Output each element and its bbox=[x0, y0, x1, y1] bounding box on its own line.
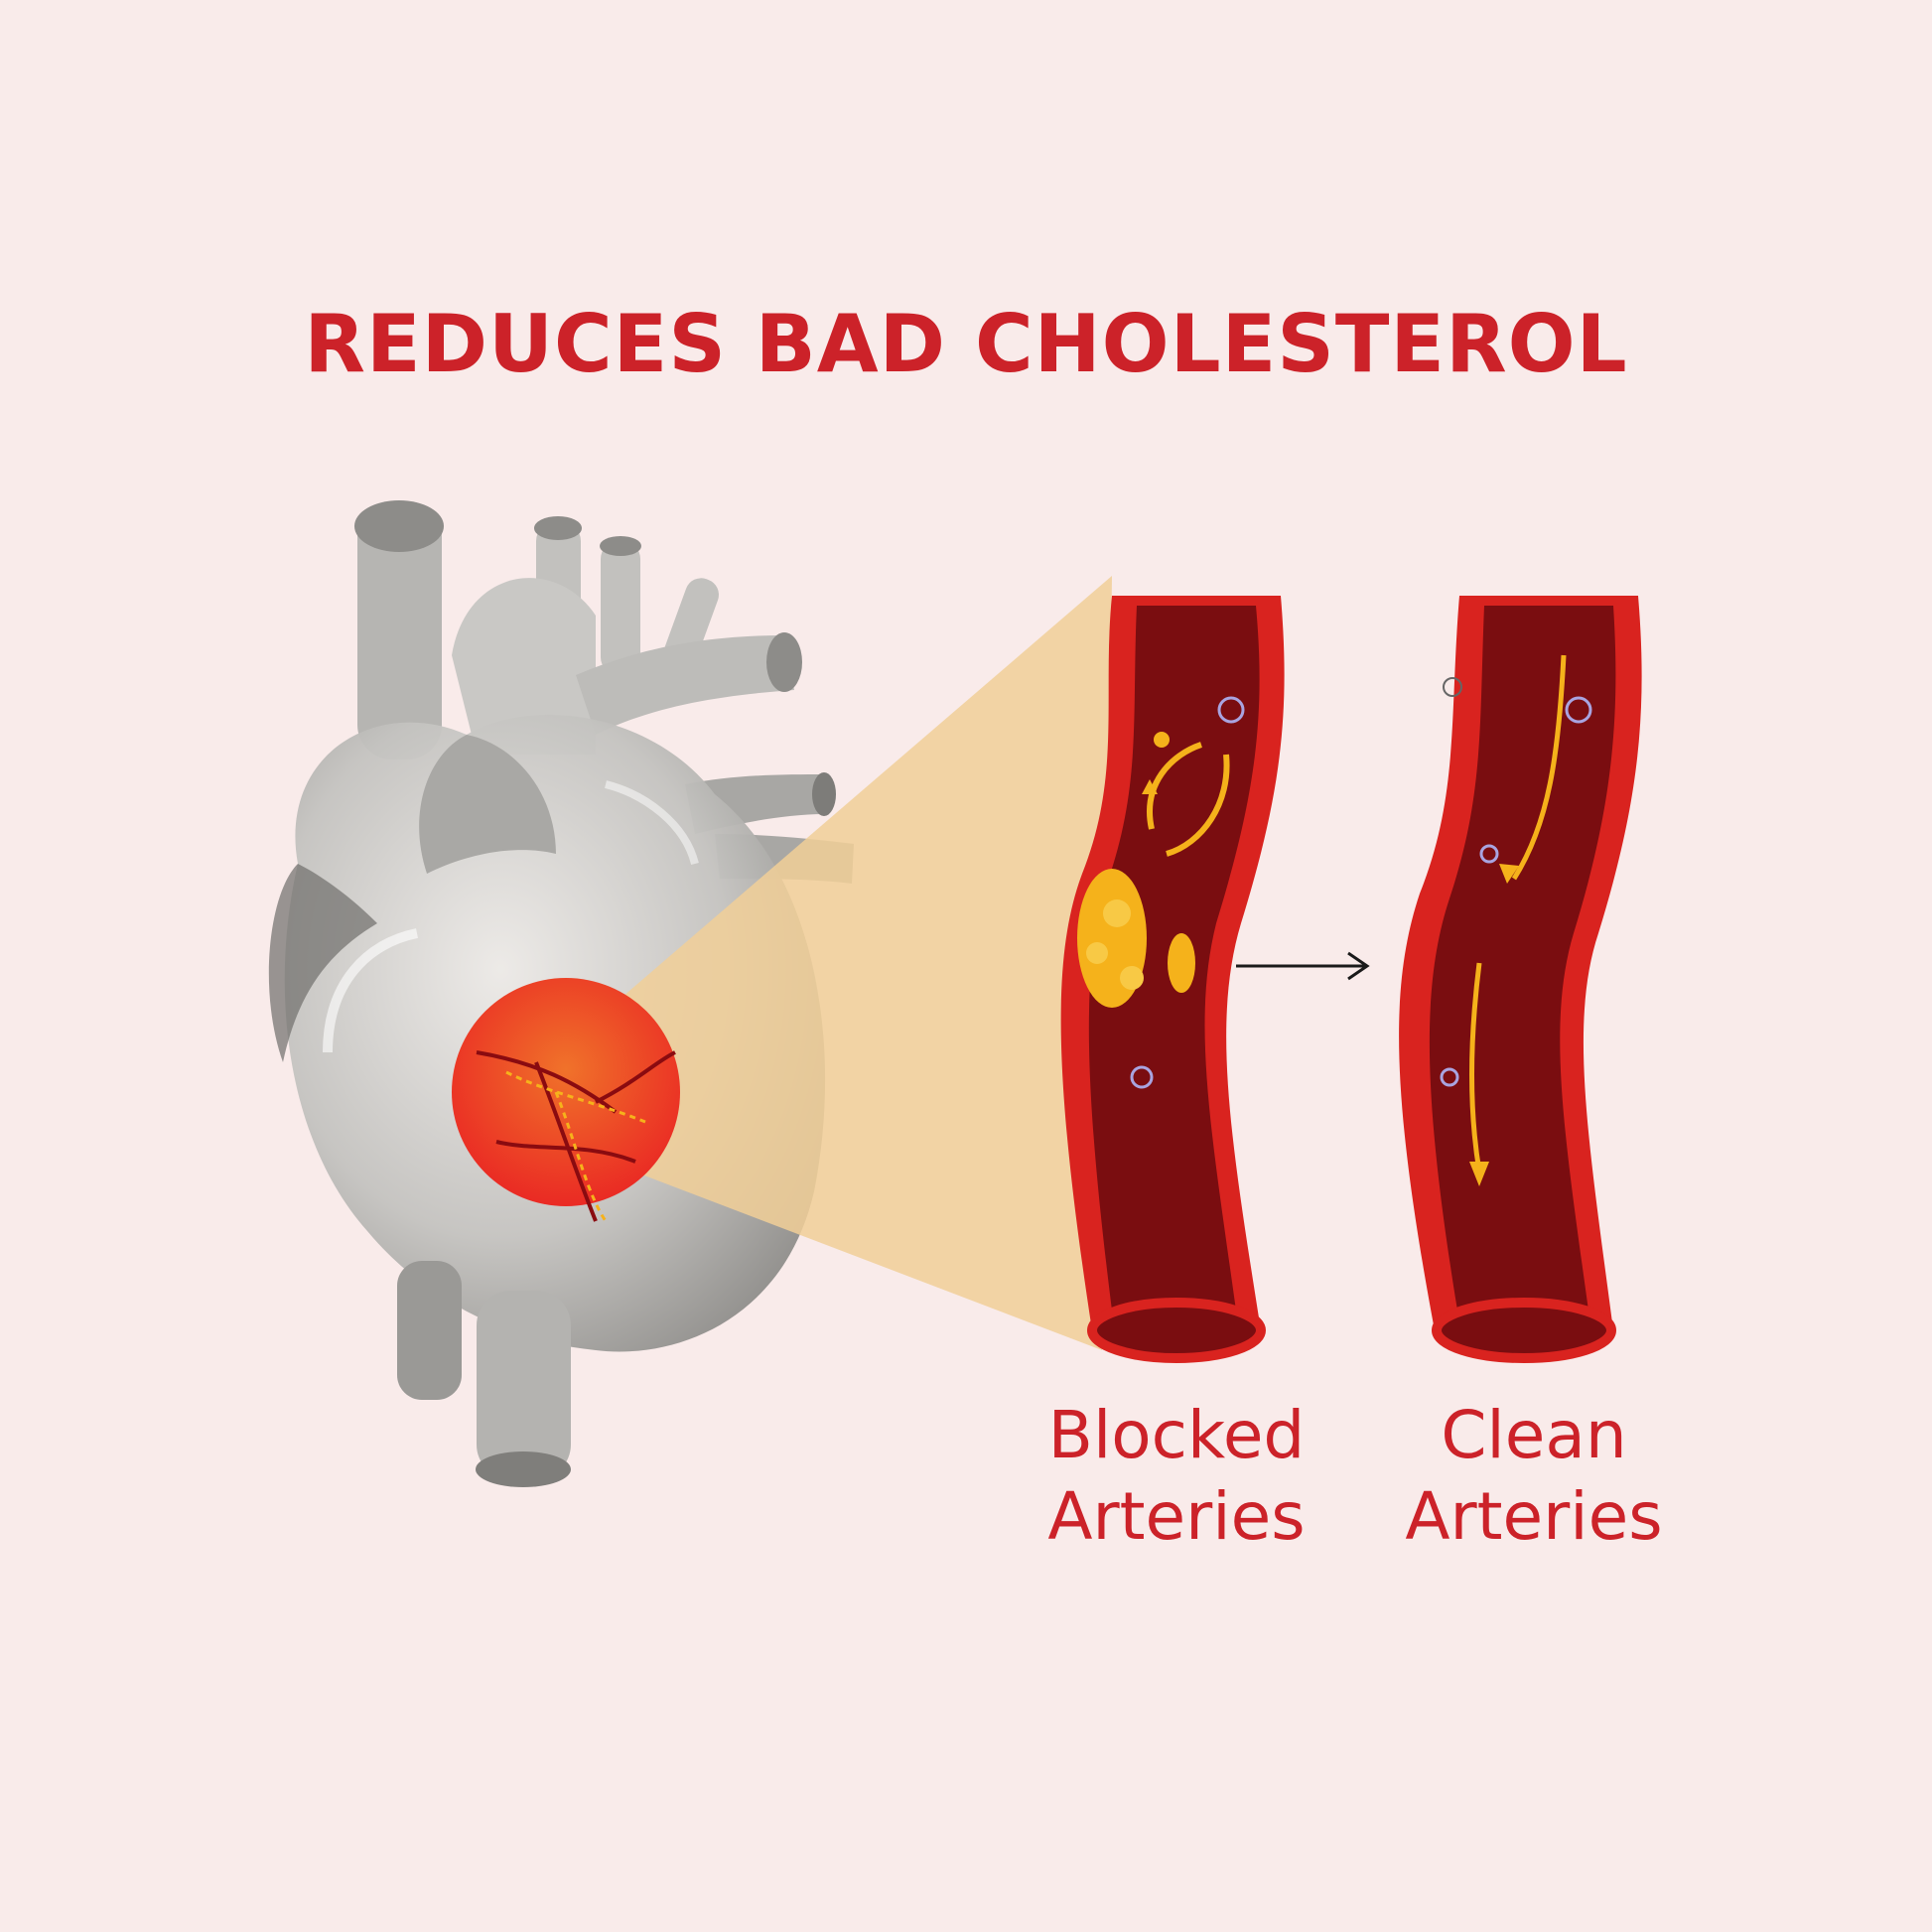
clean-arteries-label: Clean Arteries bbox=[1370, 1395, 1698, 1558]
clean-arteries-line1: Clean bbox=[1441, 1397, 1627, 1473]
blocked-arteries-label: Blocked Arteries bbox=[1003, 1395, 1350, 1558]
blocked-artery bbox=[1060, 596, 1285, 1363]
blocked-arteries-line2: Arteries bbox=[1047, 1478, 1306, 1555]
page-title: REDUCES BAD CHOLESTEROL bbox=[304, 298, 1628, 390]
zoom-cone bbox=[556, 576, 1112, 1350]
clean-artery bbox=[1399, 596, 1642, 1363]
zoom-circle bbox=[452, 978, 680, 1222]
blocked-arteries-line1: Blocked bbox=[1047, 1397, 1306, 1473]
arrow-right-icon bbox=[1236, 951, 1370, 981]
cursor-marker bbox=[1443, 677, 1462, 697]
clean-arteries-line2: Arteries bbox=[1405, 1478, 1663, 1555]
